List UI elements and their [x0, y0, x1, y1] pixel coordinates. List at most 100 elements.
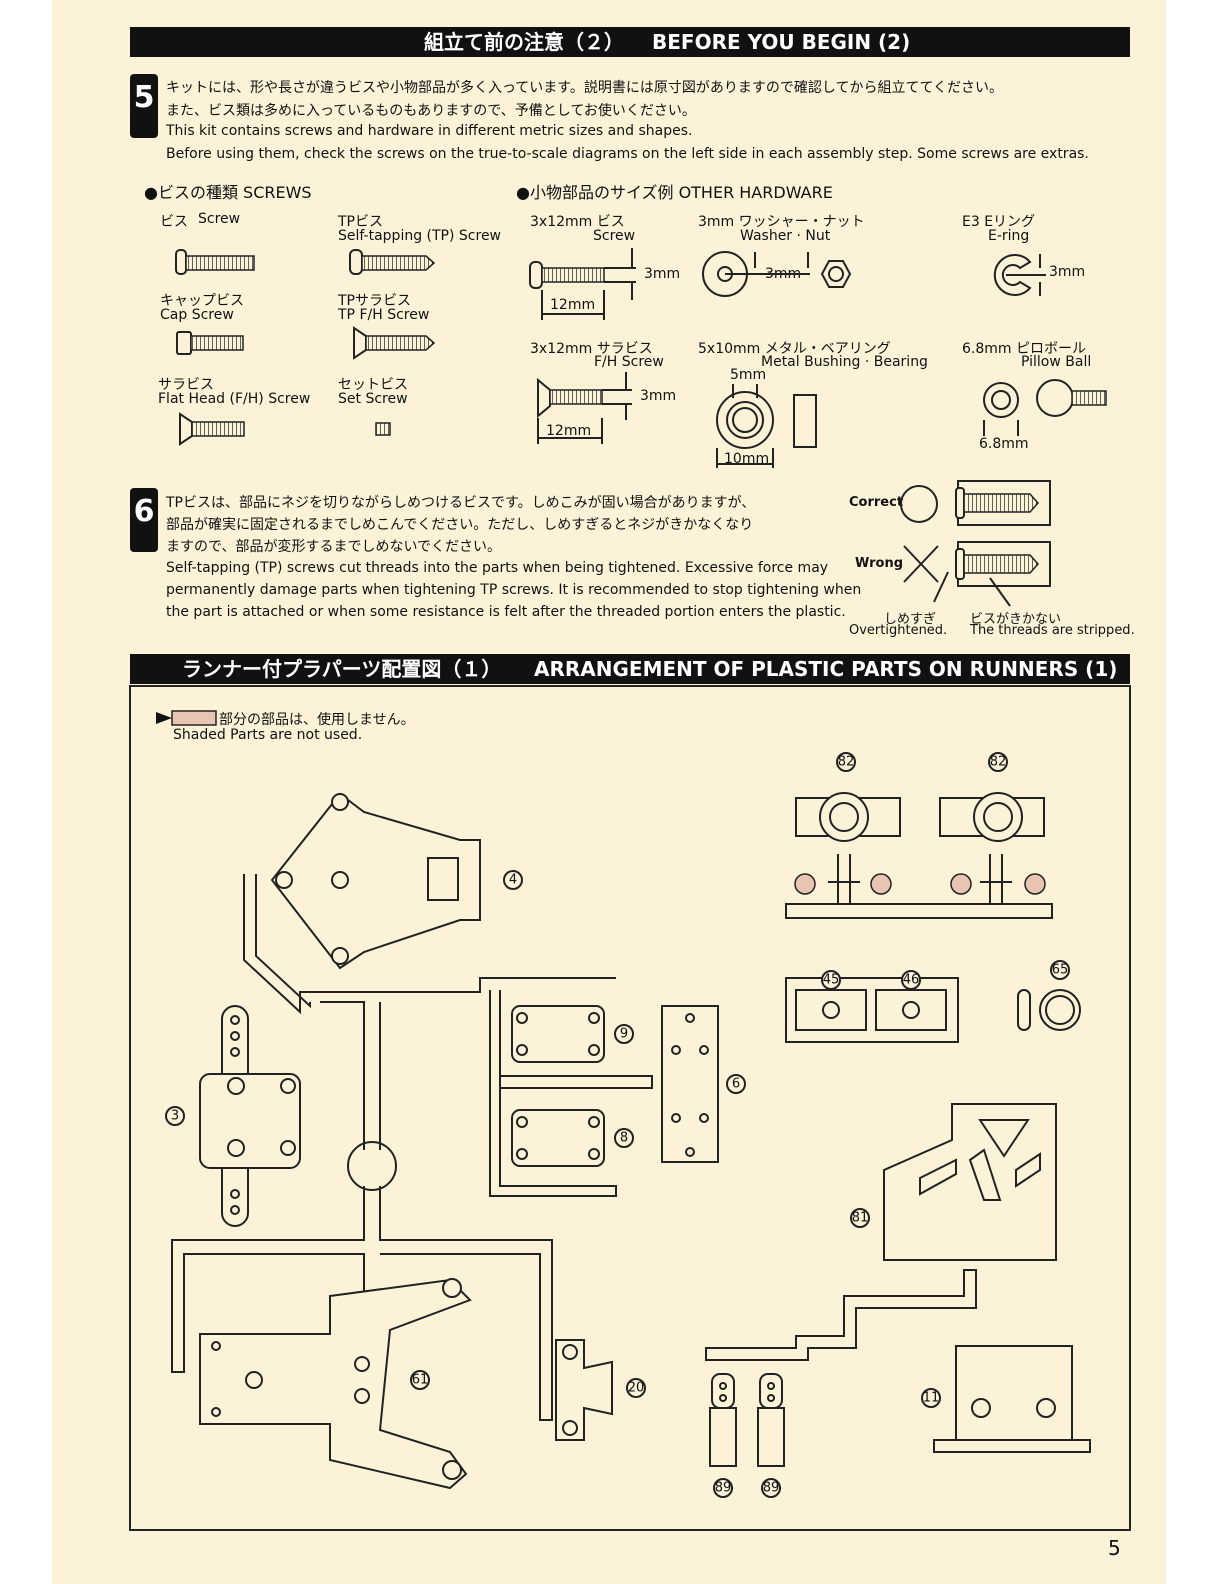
ering-icon [993, 254, 1046, 296]
pillow-jp: 6.8mm ピロボール [962, 341, 1086, 357]
step-5-badge: 5 [130, 74, 158, 138]
dim-bushing-inner: 5mm [730, 367, 767, 383]
step6-en-line2: permanently damage parts when tightening… [166, 582, 862, 598]
set-screw-icon [375, 422, 391, 436]
part-82-left [795, 792, 901, 842]
part-8 [511, 1109, 605, 1167]
screw-3x12-jp: 3x12mm ビス [530, 214, 625, 230]
step5-en-line1: This kit contains screws and hardware in… [166, 123, 693, 139]
set-screw-en: Set Screw [338, 391, 408, 407]
header-runner-en: ARRANGEMENT OF PLASTIC PARTS ON RUNNERS … [534, 657, 1118, 681]
dim-screw-dia: 3mm [644, 266, 681, 282]
fh-screw-icon [179, 412, 245, 446]
header-en: BEFORE YOU BEGIN (2) [652, 30, 911, 54]
fh-screw-jp: サラビス [158, 377, 214, 393]
cap-screw-jp: キャップビス [160, 293, 244, 309]
part-label-89b: 89 [763, 1481, 780, 1496]
hardware-heading: ●小物部品のサイズ例 OTHER HARDWARE [516, 183, 833, 202]
page-number: 5 [1108, 1536, 1121, 1560]
step5-jp-line1: キットには、形や長さが違うビスや小物部品が多く入っています。説明書には原寸図があ… [166, 80, 1004, 96]
step5-jp-line2: また、ビス類は多めに入っているものもありますので、予備としてお使いください。 [166, 103, 696, 119]
part-label-20: 20 [628, 1381, 645, 1396]
set-screw-jp: セットビス [338, 377, 408, 393]
dim-fh-len: 12mm [546, 423, 592, 439]
step-6-badge: 6 [130, 488, 158, 552]
step5-en-line2: Before using them, check the screws on t… [166, 146, 1089, 162]
shaded-legend [156, 710, 217, 726]
part-82-shaded-washers [794, 854, 1046, 904]
pillow-ball-icon [983, 379, 1107, 436]
part-label-82b: 82 [990, 755, 1007, 770]
screw-3x12-en: Screw [593, 228, 636, 244]
bushing-en: Metal Bushing · Bearing [761, 354, 928, 370]
cap-screw-icon [176, 331, 244, 355]
fh-screw-en: Flat Head (F/H) Screw [158, 391, 311, 407]
fh-3x12-icon [537, 372, 632, 444]
part-45-46 [785, 977, 959, 1043]
fh-3x12-jp: 3x12mm サラビス [530, 341, 653, 357]
dim-fh-dia: 3mm [640, 388, 677, 404]
dim-pillow: 6.8mm [979, 436, 1029, 452]
wrong-label: Wrong [855, 556, 904, 571]
wrong-diagram [903, 541, 1051, 607]
screws-heading: ●ビスの種類 SCREWS [144, 183, 312, 202]
fh-3x12-en: F/H Screw [594, 354, 664, 370]
shaded-note-en: Shaded Parts are not used. [173, 727, 363, 743]
part-label-6: 6 [732, 1077, 740, 1092]
part-label-82a: 82 [838, 755, 855, 770]
part-label-4: 4 [509, 873, 517, 888]
bushing-jp: 5x10mm メタル・ベアリング [698, 341, 891, 357]
tp-fh-screw-jp: TPサラビス [338, 293, 411, 309]
step6-en-line3: the part is attached or when some resist… [166, 604, 846, 620]
tp-fh-screw-en: TP F/H Screw [338, 307, 430, 323]
correct-label: Correct [849, 495, 904, 510]
stripped-jp: ビスがきかない [970, 612, 1062, 627]
part-11 [933, 1345, 1091, 1453]
screw-3x12-icon [529, 248, 636, 320]
part-label-3: 3 [171, 1109, 179, 1124]
part-4 [270, 792, 481, 970]
nut-icon [754, 252, 852, 288]
part-3 [199, 1005, 301, 1227]
overtightened-en: Overtightened. [849, 623, 948, 638]
ering-jp: E3 Eリング [962, 214, 1036, 230]
tp-screw-en: Self-tapping (TP) Screw [338, 228, 502, 244]
stripped-en: The threads are stripped. [970, 623, 1135, 638]
screw-en: Screw [198, 211, 241, 227]
part-label-46: 46 [903, 973, 920, 988]
step6-en-line1: Self-tapping (TP) screws cut threads int… [166, 560, 829, 576]
washer-nut-jp: 3mm ワッシャー・ナット [698, 214, 865, 230]
dim-screw-len: 12mm [550, 297, 596, 313]
part-label-81: 81 [852, 1211, 869, 1226]
correct-diagram [900, 480, 1051, 526]
part-89-right [757, 1373, 785, 1467]
header-runner-jp: ランナー付プラパーツ配置図（１） [182, 657, 502, 681]
dim-ering: 3mm [1049, 264, 1086, 280]
runner-sprues [171, 874, 1053, 1421]
pillow-en: Pillow Ball [1021, 354, 1092, 370]
shaded-note-jp: 部分の部品は、使用しません。 [219, 712, 415, 728]
part-65 [1017, 989, 1081, 1031]
part-label-8: 8 [620, 1131, 628, 1146]
cap-screw-en: Cap Screw [160, 307, 234, 323]
ering-en: E-ring [988, 228, 1030, 244]
header-before-you-begin: 組立て前の注意（２） BEFORE YOU BEGIN (2) [130, 27, 1130, 57]
step6-jp-line2: 部品が確実に固定されるまでしめこんでください。ただし、しめすぎるとネジがきかなく… [166, 517, 754, 533]
part-label-65: 65 [1052, 963, 1069, 978]
part-label-9: 9 [620, 1027, 628, 1042]
part-label-61: 61 [412, 1373, 429, 1388]
part-20 [555, 1339, 613, 1441]
step6-jp-line1: TPビスは、部品にネジを切りながらしめつけるビスです。しめこみが固い場合がありま… [166, 495, 756, 511]
part-9 [511, 1005, 605, 1063]
part-81 [883, 1103, 1057, 1261]
header-jp: 組立て前の注意（２） [424, 30, 624, 54]
screw-jp: ビス [160, 214, 188, 230]
header-runner-arrangement: ランナー付プラパーツ配置図（１） ARRANGEMENT OF PLASTIC … [130, 654, 1130, 684]
part-number-labels: 82 82 4 45 46 65 9 6 3 8 81 61 20 11 89 … [171, 755, 1068, 1496]
overtightened-jp: しめすぎ [884, 612, 937, 627]
part-label-89a: 89 [715, 1481, 732, 1496]
screw-icon [175, 249, 255, 275]
part-61 [199, 1278, 472, 1490]
part-6 [661, 1005, 719, 1163]
